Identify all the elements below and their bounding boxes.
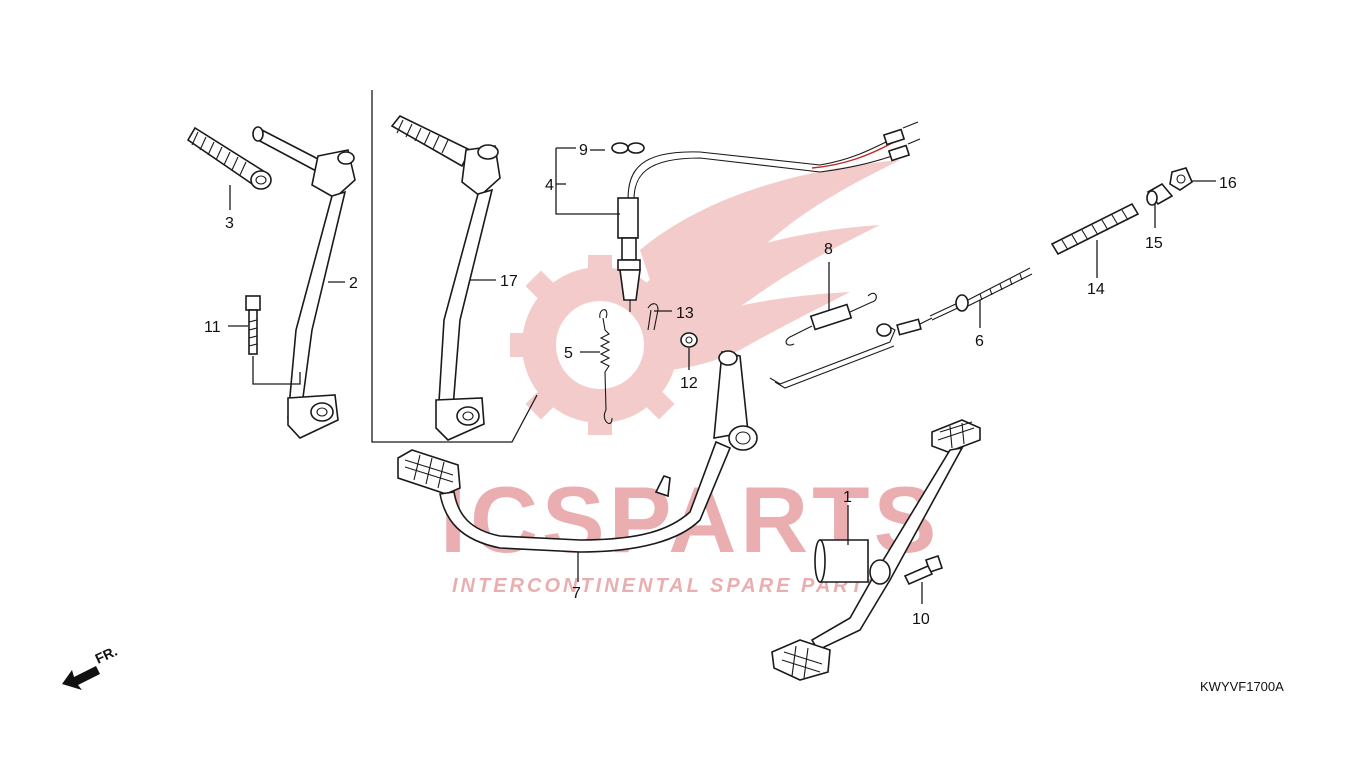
label-part-9: 9 [579, 142, 588, 159]
label-part-6: 6 [975, 333, 984, 350]
part-2-kick-arm [252, 126, 356, 439]
part-1-pedal [771, 419, 981, 681]
part-9-clip [611, 142, 645, 154]
part-11-bolt [245, 295, 261, 355]
label-part-14: 14 [1087, 281, 1105, 298]
label-part-8: 8 [824, 241, 833, 258]
label-part-16: 16 [1219, 175, 1237, 192]
front-direction-indicator: FR. [62, 643, 120, 690]
part-4-stop-switch [617, 121, 921, 312]
label-part-4: 4 [545, 177, 554, 194]
label-part-5: 5 [564, 345, 573, 362]
label-part-1: 1 [843, 489, 852, 506]
leader-lines [228, 147, 1216, 604]
part-15-joint [1146, 182, 1174, 206]
label-part-12: 12 [680, 375, 698, 392]
label-part-15: 15 [1145, 235, 1163, 252]
label-part-2: 2 [349, 275, 358, 292]
label-part-7: 7 [572, 585, 581, 602]
part-7-brake-pedal [397, 350, 758, 553]
part-14-spring [1050, 202, 1140, 256]
part-17-assembly-box [371, 90, 538, 443]
label-part-11: 11 [204, 319, 221, 336]
label-part-13: 13 [676, 305, 694, 322]
part-17-kick-assembly [390, 115, 501, 441]
label-part-3: 3 [225, 215, 234, 232]
label-part-17: 17 [500, 273, 518, 290]
part-12-washer [680, 332, 698, 348]
label-part-10: 10 [912, 611, 930, 628]
part-16-nut [1169, 167, 1193, 191]
part-labels: 1 2 3 4 5 6 7 8 9 10 11 12 13 14 15 16 1… [204, 142, 1237, 628]
part-10-bolt [903, 554, 944, 586]
watermark-tagline: INTERCONTINENTAL SPARE PARTS [452, 575, 882, 597]
part-3-kick-rubber [186, 126, 272, 190]
front-direction-label: FR. [93, 643, 120, 667]
watermark: ICSPARTS INTERCONTINENTAL SPARE PARTS [440, 160, 936, 597]
part-6-brake-rod [769, 267, 1033, 389]
part-13-cotter-pin [647, 303, 659, 331]
front-direction-arrow-icon [62, 666, 100, 690]
wing-logo-icon [640, 160, 900, 370]
part-5-spring [599, 309, 613, 424]
drawing-code: KWYVF1700A [1200, 679, 1284, 694]
part-8-spring [785, 292, 877, 346]
